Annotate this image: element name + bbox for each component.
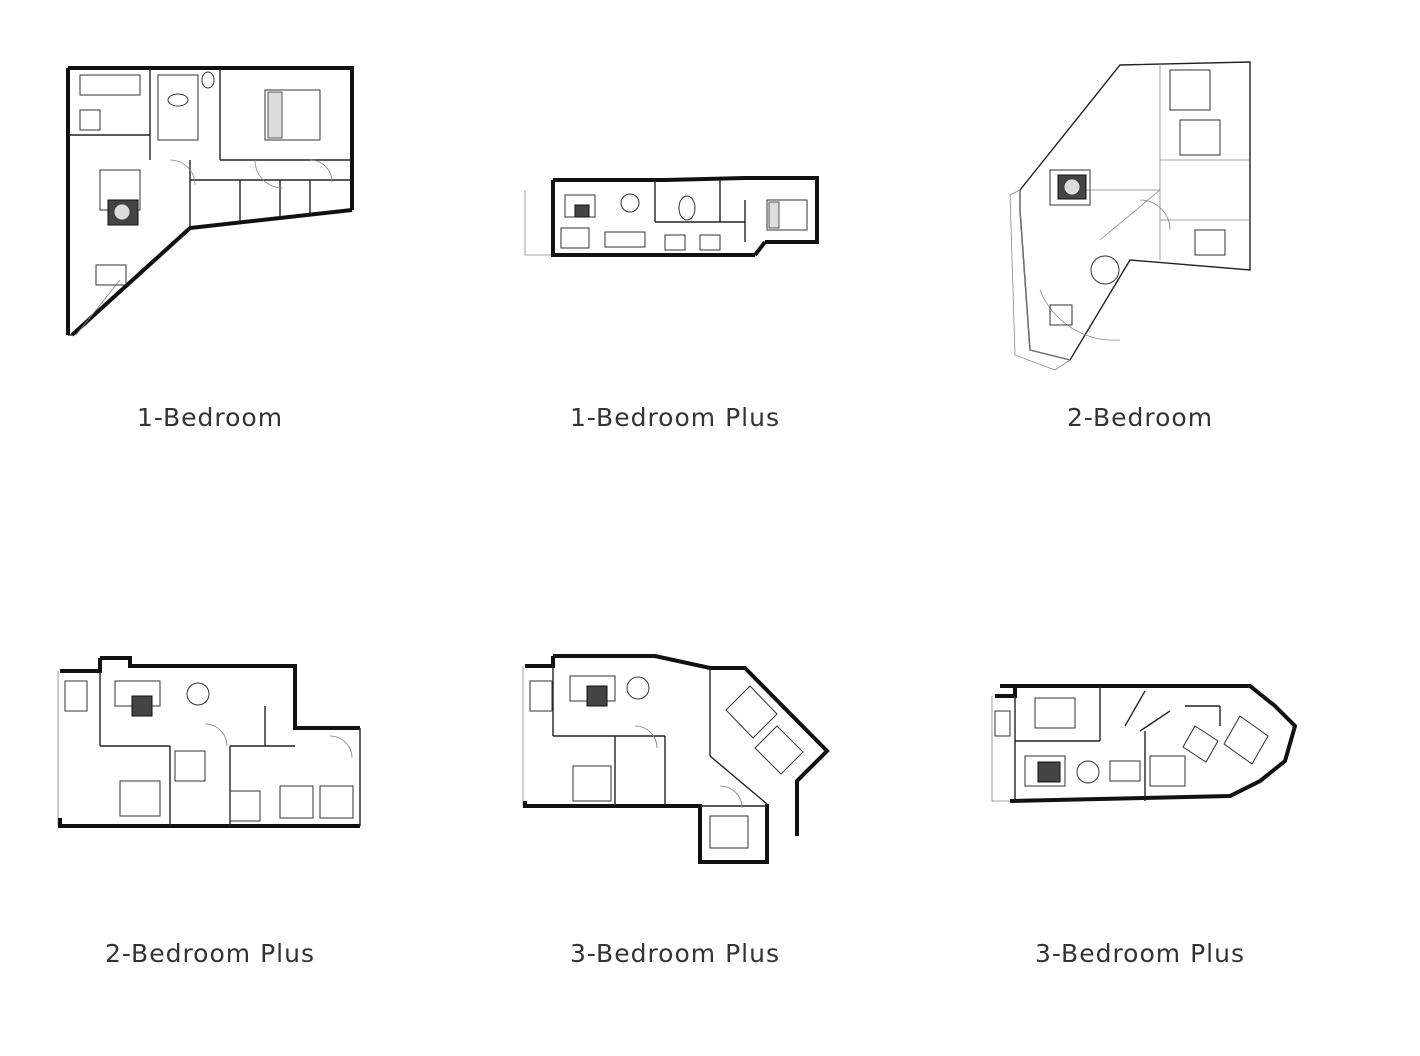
floorplan-caption: 2-Bedroom	[1066, 403, 1214, 432]
floor-plan-2-bedroom-icon	[970, 50, 1310, 380]
floorplan-caption: 2-Bedroom Plus	[105, 939, 315, 968]
floor-plan-3-bedroom-plus-alt-icon	[970, 586, 1310, 916]
floor-plan-2-bedroom-plus-icon	[40, 586, 380, 916]
floor-plan-3-bedroom-plus-icon	[505, 586, 845, 916]
floorplan-card-1-bedroom[interactable]: 1-Bedroom	[40, 50, 380, 490]
floorplan-card-3-bedroom-plus[interactable]: 3-Bedroom Plus	[505, 586, 845, 1026]
floorplan-caption: 1-Bedroom Plus	[570, 403, 780, 432]
floorplan-caption: 1-Bedroom	[136, 403, 284, 432]
floorplan-card-2-bedroom-plus[interactable]: 2-Bedroom Plus	[40, 586, 380, 1026]
floor-plan-1-bedroom-plus-icon	[505, 50, 845, 380]
floorplan-card-1-bedroom-plus[interactable]: 1-Bedroom Plus	[505, 50, 845, 490]
floorplan-card-2-bedroom[interactable]: 2-Bedroom	[970, 50, 1310, 490]
floorplan-caption: 3-Bedroom Plus	[570, 939, 780, 968]
floorplan-card-3-bedroom-plus-alt[interactable]: 3-Bedroom Plus	[970, 586, 1310, 1026]
floor-plan-1-bedroom-icon	[40, 50, 380, 380]
floorplan-caption: 3-Bedroom Plus	[1035, 939, 1245, 968]
